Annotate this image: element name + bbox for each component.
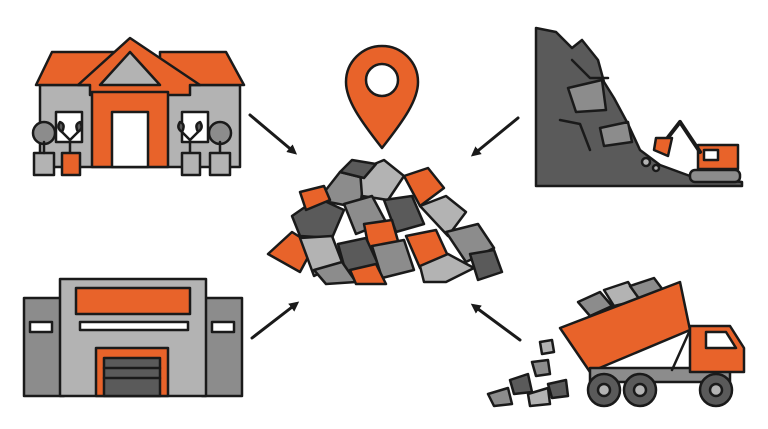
arrow-house-to-center [248, 113, 298, 155]
arrow-quarry-to-center [470, 116, 520, 157]
arrow-truck-to-center [470, 303, 522, 342]
arrow-warehouse-to-center [250, 301, 300, 340]
dump-truck-icon [486, 276, 746, 408]
house-icon [31, 36, 246, 177]
rock-pile-icon [266, 158, 504, 286]
location-pin-icon [344, 44, 420, 150]
quarry-excavator-icon [534, 26, 744, 188]
arrows [248, 113, 522, 342]
warehouse-icon [22, 277, 244, 398]
